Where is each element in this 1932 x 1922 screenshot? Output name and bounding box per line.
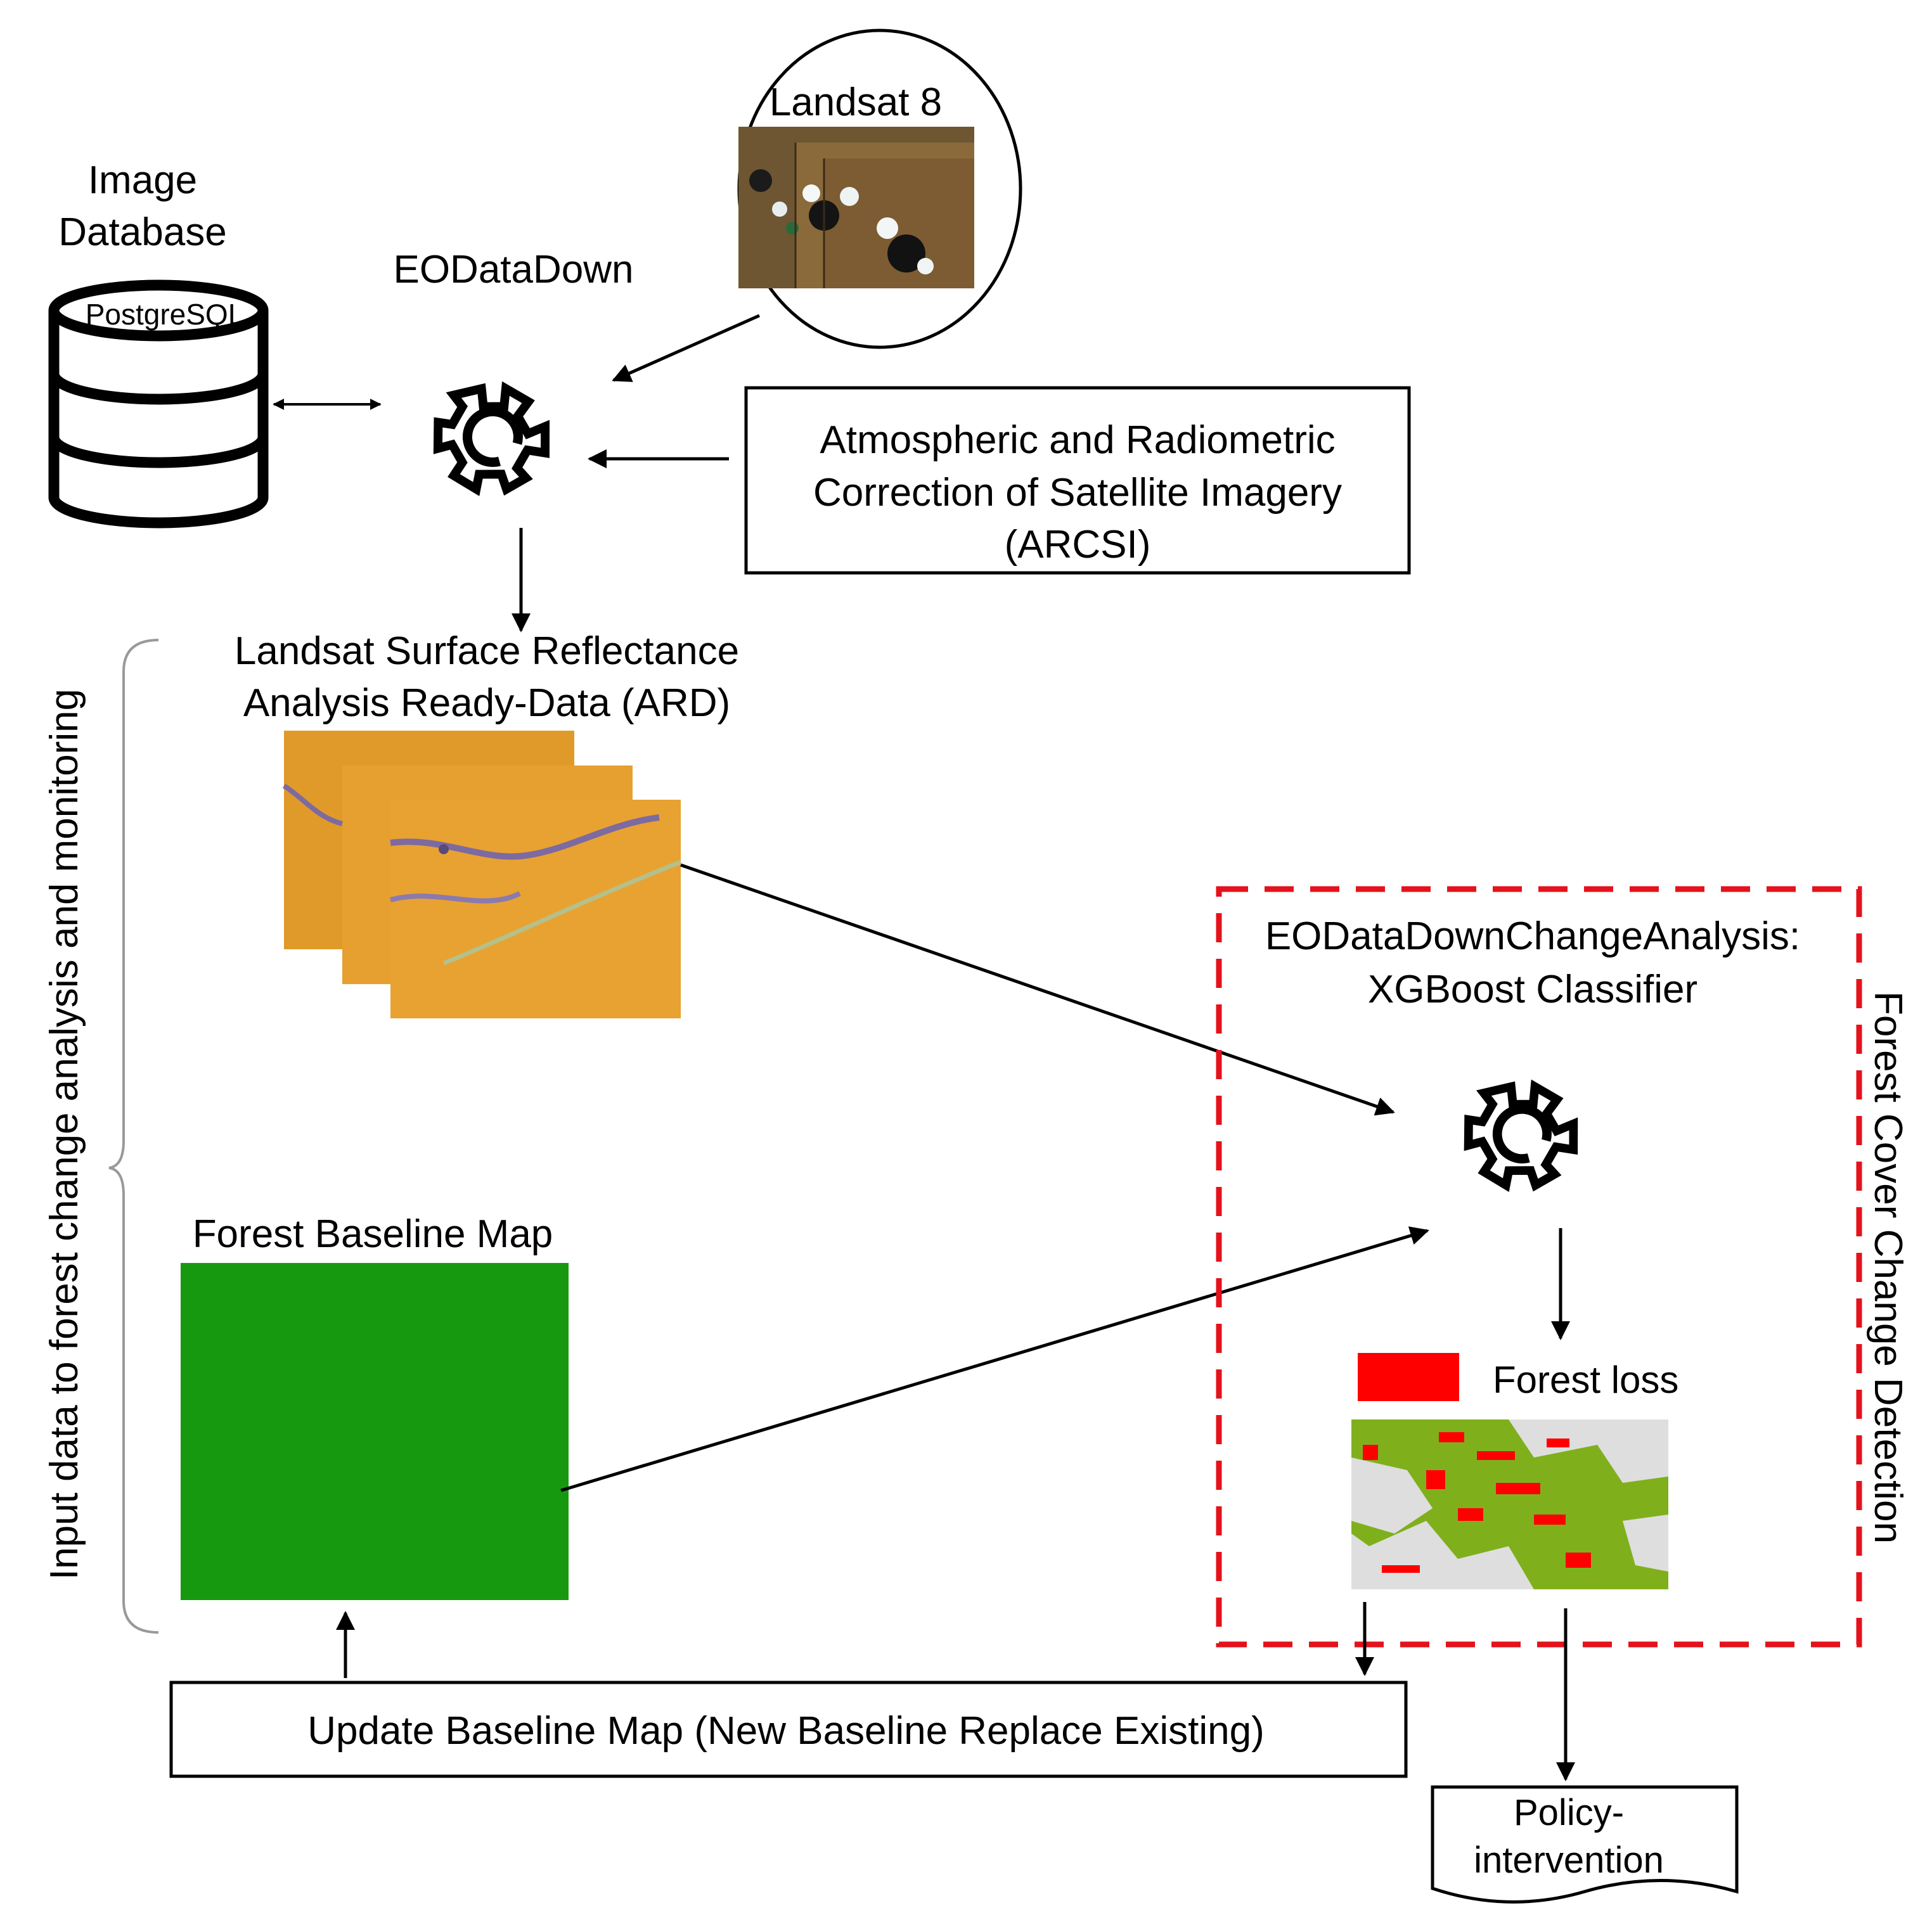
database-engine-label: PostgreSQL <box>86 298 245 331</box>
arcsi-line2: Correction of Satellite Imagery <box>813 471 1342 515</box>
baseline-to-classifier-arrow <box>560 1226 1429 1492</box>
baseline-map-image <box>181 1263 569 1600</box>
input-bracket <box>108 639 159 1634</box>
policy-line1: Policy- <box>1514 1792 1624 1833</box>
ard-line1: Landsat Surface Reflectance <box>235 629 739 673</box>
change-detection-box <box>1216 886 1862 1648</box>
arcsi-line3: (ARCSI) <box>1005 523 1151 567</box>
arcsi-line1: Atmospheric and Radiometric <box>820 418 1335 462</box>
landsat8-to-gear-arrow <box>612 314 761 382</box>
database-title-line1: Image <box>88 158 197 202</box>
eodatadown-label: EODataDown <box>393 248 633 292</box>
change-analysis-line1: EODataDownChangeAnalysis: <box>1265 914 1800 958</box>
policy-line2: intervention <box>1474 1840 1664 1881</box>
forest-change-detection-label: Forest Cover Change Detection <box>1866 991 1910 1544</box>
ard-to-classifier-arrow <box>680 863 1395 1116</box>
change-analysis-line2: XGBoost Classifier <box>1368 968 1697 1011</box>
database-title-line2: Database <box>58 210 226 254</box>
update-baseline-box <box>169 1681 1408 1778</box>
ard-line2: Analysis Ready-Data (ARD) <box>243 681 730 725</box>
update-baseline-label: Update Baseline Map (New Baseline Replac… <box>307 1709 1264 1753</box>
forest-loss-swatch <box>1358 1353 1459 1401</box>
policy-intervention-shape <box>1431 1785 1739 1904</box>
landsat8-node: Landsat 8 <box>737 29 1022 349</box>
forest-loss-map <box>1351 1419 1668 1589</box>
ard-image-stack <box>282 731 682 1018</box>
arcsi-box <box>744 386 1411 575</box>
forest-loss-label: Forest loss <box>1493 1359 1678 1401</box>
eodatadown-gear-icon <box>438 388 545 489</box>
baseline-map-label: Forest Baseline Map <box>193 1212 553 1256</box>
input-data-side-label: Input data to forest change analysis and… <box>42 689 86 1580</box>
landsat8-label: Landsat 8 <box>770 80 942 124</box>
database-cylinder-icon <box>48 279 269 529</box>
classifier-gear-icon <box>1469 1087 1574 1185</box>
landsat8-scene-image <box>738 127 974 288</box>
